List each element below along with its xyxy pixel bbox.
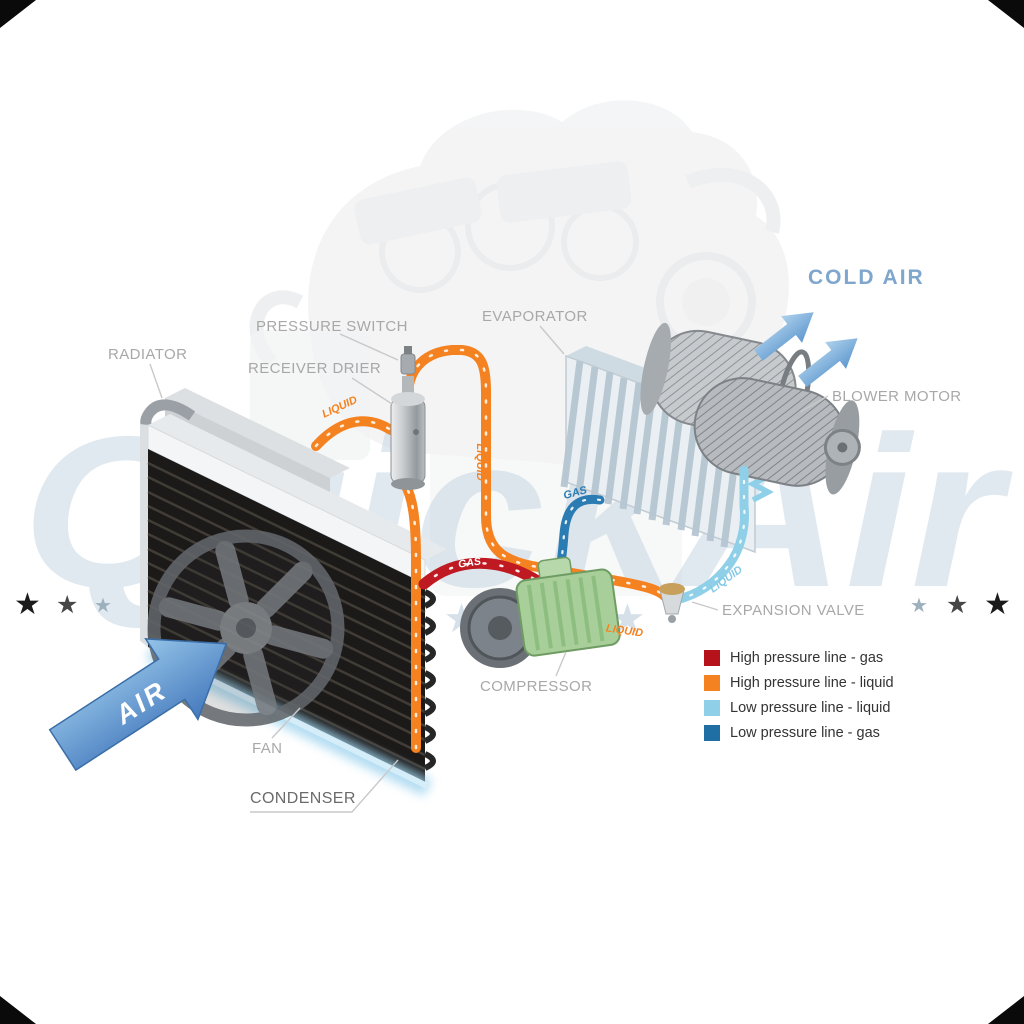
- leader-line-fan: [271, 707, 301, 739]
- corner-wedge-icon: [0, 996, 36, 1024]
- corner-wedge-icon: [988, 996, 1024, 1024]
- edge-star-icon: ★: [984, 588, 1011, 621]
- legend-item: High pressure line - liquid: [704, 675, 894, 691]
- legend-swatch-low-gas: [704, 725, 720, 741]
- label-receiver-drier: RECEIVER DRIER: [248, 360, 382, 377]
- legend-label: Low pressure line - liquid: [730, 700, 891, 716]
- edge-star-icon: ★: [56, 591, 78, 619]
- expansion-valve-graphic: [659, 583, 685, 623]
- receiver-drier-graphic: [390, 346, 426, 490]
- air-arrow-icon: [48, 638, 228, 772]
- legend-label: High pressure line - liquid: [730, 675, 894, 691]
- edge-star-icon: ★: [946, 591, 968, 619]
- leader-line-receiver-drier: [351, 377, 393, 405]
- leader-line-expansion-valve: [691, 601, 719, 611]
- legend-swatch-high-gas: [704, 650, 720, 666]
- condenser-tube-bends: [423, 589, 436, 771]
- label-blower-motor: BLOWER MOTOR: [832, 388, 962, 405]
- pipe-label-liquid: LIQUID: [474, 443, 486, 480]
- label-radiator: RADIATOR: [108, 346, 188, 363]
- blower-motor-graphic: [640, 322, 861, 495]
- pipe-label-liquid: LIQUID: [605, 622, 644, 639]
- label-expansion-valve: EXPANSION VALVE: [722, 602, 865, 619]
- condenser-graphic: [140, 414, 447, 797]
- cold-air-arrow-icon: [754, 312, 814, 361]
- pipe-label-gas-high: GAS: [457, 556, 481, 571]
- edge-star-icon: ★: [910, 595, 928, 617]
- leader-line-compressor: [555, 651, 567, 677]
- leader-lines: [149, 325, 829, 813]
- legend-item: Low pressure line - liquid: [704, 700, 894, 716]
- leader-line-evaporator: [539, 325, 565, 355]
- legend-label: Low pressure line - gas: [730, 725, 880, 741]
- pipe-liquid-valve-to-evaporator: [671, 465, 749, 605]
- cold-air-arrows: [754, 312, 858, 387]
- label-evaporator: EVAPORATOR: [482, 308, 588, 325]
- label-condenser: CONDENSER: [250, 790, 356, 807]
- pressure-switch-graphic: [404, 346, 412, 354]
- legend-label: High pressure line - gas: [730, 650, 884, 666]
- leader-line-pressure-switch: [339, 333, 399, 361]
- legend-item: Low pressure line - gas: [704, 725, 894, 741]
- label-compressor: COMPRESSOR: [480, 678, 593, 695]
- label-cold-air: COLD AIR: [808, 266, 925, 289]
- leader-line-condenser: [250, 759, 399, 813]
- label-fan: FAN: [252, 740, 283, 757]
- legend-swatch-low-liquid: [704, 700, 720, 716]
- legend-swatch-high-liquid: [704, 675, 720, 691]
- leader-line-blower-motor: [799, 395, 829, 413]
- legend: High pressure line - gas High pressure l…: [704, 650, 894, 741]
- label-pressure-switch: PRESSURE SWITCH: [256, 318, 408, 335]
- edge-star-icon: ★: [14, 588, 41, 621]
- corner-wedge-icon: [0, 0, 36, 28]
- leader-line-radiator: [149, 363, 163, 399]
- compressor-graphic: [460, 556, 621, 668]
- pipe-liquid-condenser-to-drier: [311, 416, 396, 451]
- legend-item: High pressure line - gas: [704, 650, 894, 666]
- edge-star-icon: ★: [94, 595, 112, 617]
- cold-air-arrow-icon: [798, 338, 858, 387]
- corner-wedge-icon: [988, 0, 1024, 28]
